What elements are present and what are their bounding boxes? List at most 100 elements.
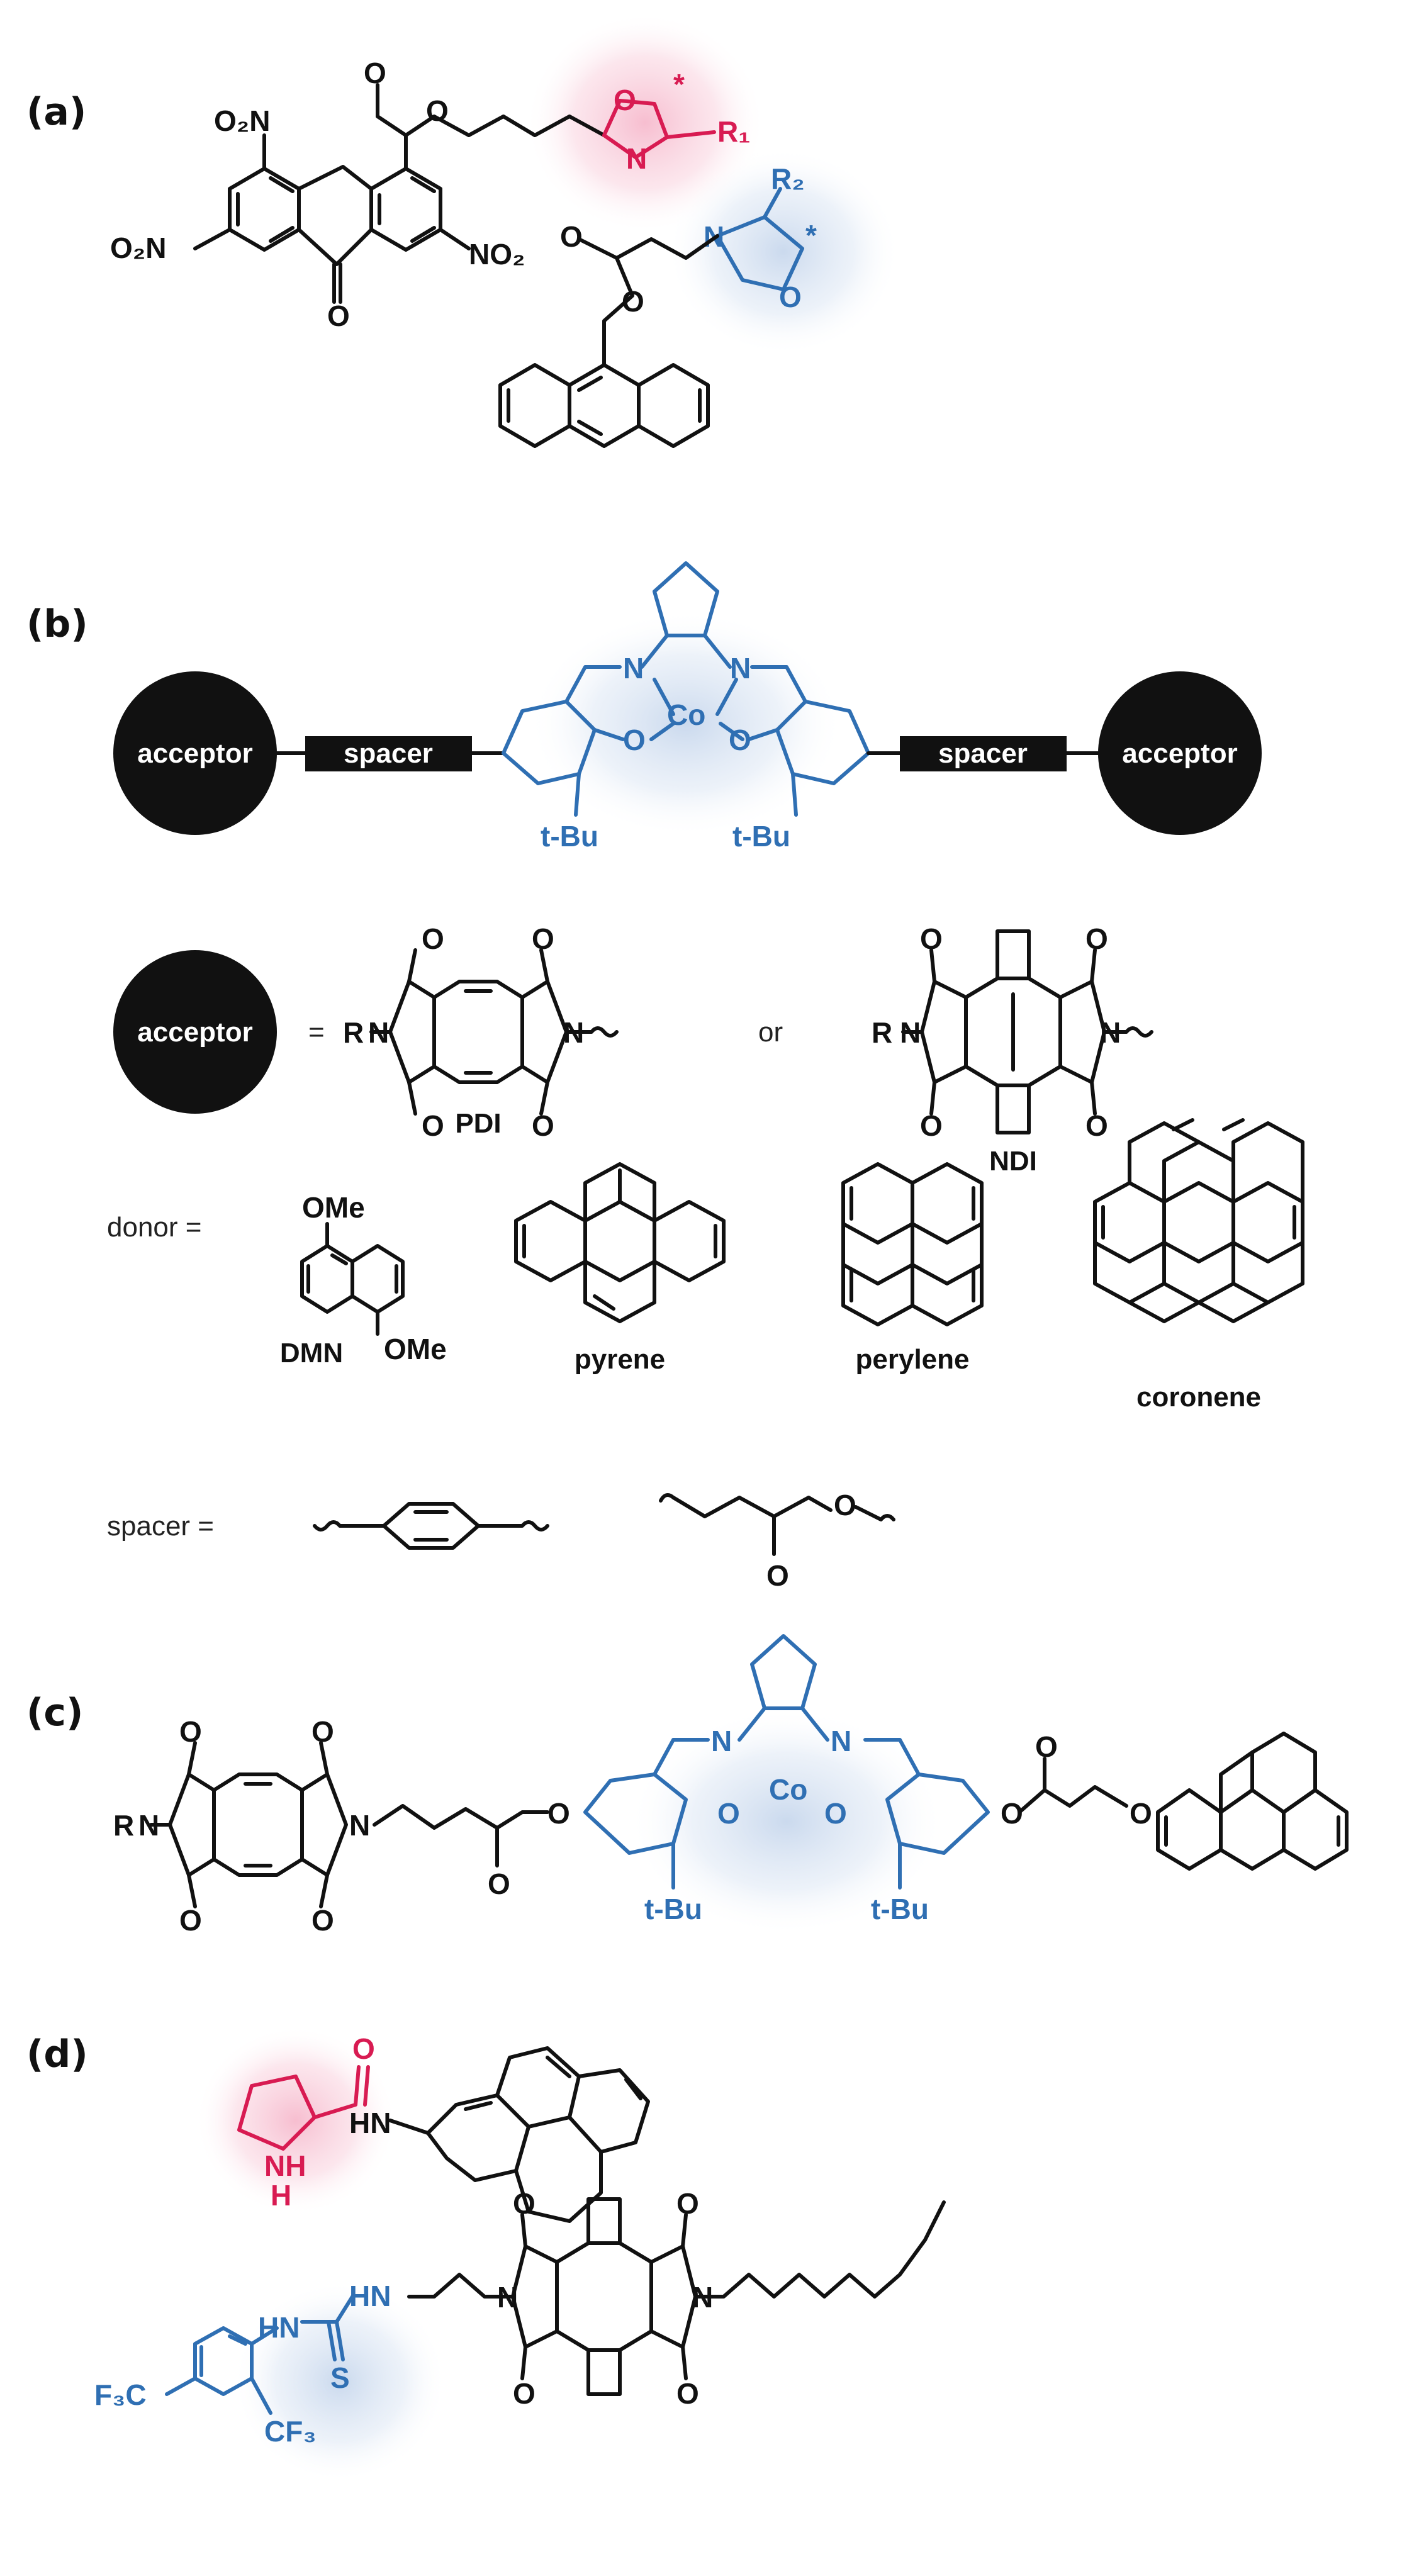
linker-ester-o: O <box>622 285 644 318</box>
coronene-structure <box>1093 1118 1304 1323</box>
panel-d-label: (d) <box>26 2032 88 2076</box>
ndi-o-tr: O <box>1085 922 1108 955</box>
acceptor-circle-left <box>113 671 277 835</box>
pyr-ester-o1: O <box>1001 1797 1023 1830</box>
perylene-caption: perylene <box>856 1344 970 1375</box>
coronene-caption: coronene <box>1136 1382 1261 1413</box>
tbu-right-c: t-Bu <box>871 1893 929 1925</box>
dmn-ome-bottom: OMe <box>384 1333 447 1365</box>
pdi-c-n-right: N <box>349 1809 370 1842</box>
anthracene-ester-linker <box>577 234 719 367</box>
ndi-d-n-left: N <box>497 2281 518 2314</box>
salen-c-o-right: O <box>824 1797 847 1830</box>
ndi-d-o-tr: O <box>676 2187 699 2220</box>
ndi-thiourea-catalyst <box>165 2197 946 2415</box>
dmn-ome-top: OMe <box>302 1191 365 1224</box>
no2-right-label: NO₂ <box>469 238 525 271</box>
salen-c-n-left: N <box>711 1725 732 1757</box>
oxazoline2-o-label: O <box>779 281 802 313</box>
pdi-n-right: N <box>563 1016 584 1049</box>
ndi-d-o-br: O <box>676 2377 699 2410</box>
cf3-label: CF₃ <box>264 2415 317 2448</box>
blue-highlight-salen-c <box>629 1708 944 1935</box>
ndi-structure <box>901 929 1153 1134</box>
pyrene-caption: pyrene <box>575 1344 665 1375</box>
red-highlight-proline <box>195 2026 396 2215</box>
ester-spacer-carbonyl-o: O <box>766 1559 789 1592</box>
donor-definition-label: donor = <box>107 1212 201 1243</box>
thiourea-s-label: S <box>330 2361 350 2394</box>
spacer-box-left <box>305 736 472 771</box>
panel-a-label: (a) <box>26 90 86 134</box>
pdi-o-tr: O <box>532 922 554 955</box>
pdi-salen-pyrene-triad <box>149 1634 1349 1908</box>
pdi-o-br: O <box>532 1109 554 1142</box>
pdi-c-o-tr: O <box>311 1715 334 1748</box>
ndi-o-tl: O <box>920 922 943 955</box>
proline-h-label: H <box>271 2179 291 2212</box>
spacer-left-label: spacer <box>344 738 433 769</box>
acceptor-left-label: acceptor <box>137 738 252 769</box>
pdi-c-o-bl: O <box>179 1904 202 1937</box>
salen-n-right: N <box>730 652 751 685</box>
ester-o-label: O <box>364 57 386 89</box>
dmn-caption: DMN <box>280 1338 343 1369</box>
pdi-c-o-tl: O <box>179 1715 202 1748</box>
proline-carbonyl-o: O <box>352 2032 375 2065</box>
pdi-o-tl: O <box>422 922 444 955</box>
anthracene-structure <box>498 363 710 448</box>
pdi-c-carbonyl-o: O <box>488 1868 510 1900</box>
oxazoline-o-label: O <box>614 84 636 116</box>
acceptor-key-label: acceptor <box>137 1017 252 1048</box>
ndi-r-label: R <box>872 1016 892 1049</box>
spacer-right-label: spacer <box>938 738 1028 769</box>
proline-pyrene-catalyst <box>237 2046 650 2223</box>
ndi-o-br: O <box>1085 1109 1108 1142</box>
blue-oxazoline-ring <box>715 187 804 291</box>
ndi-caption: NDI <box>989 1146 1037 1177</box>
r2-label: R₂ <box>771 162 805 195</box>
pdi-caption: PDI <box>455 1108 501 1139</box>
cobalt-label-c: Co <box>769 1773 807 1806</box>
thiourea-hn-lower: HN <box>258 2311 300 2344</box>
blue-highlight-thiourea <box>233 2281 447 2482</box>
salen-c-n-right: N <box>831 1725 851 1757</box>
co-salen-complex-b <box>502 561 870 817</box>
dmn-structure <box>300 1222 405 1336</box>
pdi-structure <box>369 948 619 1116</box>
pdi-r-label: R <box>343 1016 364 1049</box>
pdi-c-n-left: N <box>138 1809 159 1842</box>
pdi-c-ester-o: O <box>547 1797 570 1830</box>
salen-o-left: O <box>623 724 646 756</box>
ndi-d-o-bl: O <box>513 2377 536 2410</box>
acceptor-key-circle <box>113 950 277 1114</box>
proline-nh-label: NH <box>264 2149 306 2182</box>
red-oxazoline-ring <box>602 99 716 159</box>
or-label: or <box>758 1017 783 1048</box>
perylene-structure <box>841 1162 984 1326</box>
stereo-star-blue: * <box>805 219 817 252</box>
no2-top-label: O₂N <box>214 104 270 137</box>
linker-carbonyl-o: O <box>560 220 583 253</box>
ndi-n-right: N <box>1100 1016 1121 1049</box>
ndi-o-bl: O <box>920 1109 943 1142</box>
salen-o-right: O <box>729 724 751 756</box>
panel-c-label: (c) <box>26 1691 83 1735</box>
o2n-left-label: O₂N <box>110 232 166 264</box>
salen-c-o-left: O <box>717 1797 740 1830</box>
tbu-left-b: t-Bu <box>541 820 598 853</box>
phenylene-spacer-structure <box>313 1502 549 1550</box>
acceptor-circle-right <box>1098 671 1262 835</box>
pdi-c-r: R <box>113 1809 134 1842</box>
spacer-box-right <box>900 736 1067 771</box>
oxazoline-n-label: N <box>626 142 647 175</box>
tbu-left-c: t-Bu <box>644 1893 702 1925</box>
blue-highlight-oxazoline <box>667 148 900 356</box>
trinitrofluorenone-structure <box>193 83 606 304</box>
amide-hn-label: HN <box>349 2107 391 2139</box>
ester-o2-label: O <box>426 94 449 127</box>
pyr-ester-carbonyl-o: O <box>1035 1730 1058 1763</box>
ester-spacer-o: O <box>834 1489 856 1521</box>
carbonyl-o-label: O <box>327 300 350 332</box>
